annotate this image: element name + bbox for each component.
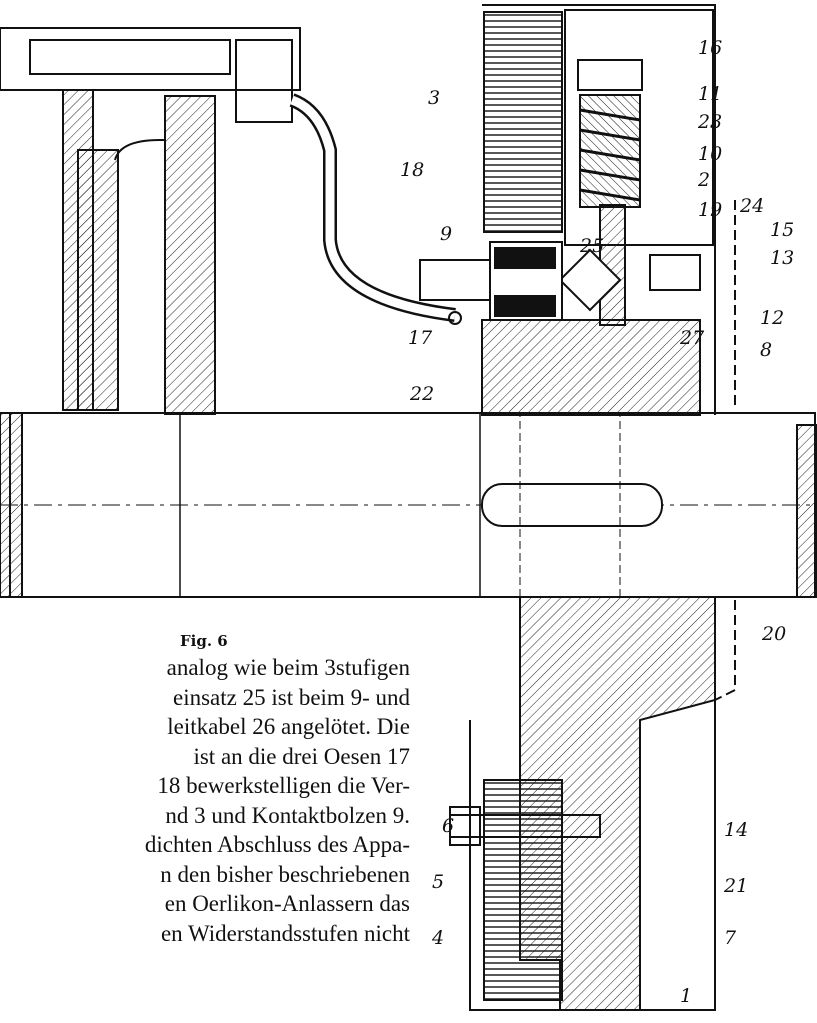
- label-18: 18: [400, 159, 424, 181]
- label-3: 3: [428, 87, 440, 109]
- figure-labels: 1 2 3 4 5 6 7 8 9 10 11 12 13 14 15 16 1…: [400, 37, 794, 1007]
- label-20: 20: [761, 623, 786, 645]
- label-25: 25: [579, 235, 604, 257]
- label-19: 19: [698, 199, 722, 221]
- label-15: 15: [770, 219, 794, 241]
- resistor-stack-5: [483, 779, 563, 1001]
- text-line: einsatz 25 ist beim 9- und: [173, 684, 410, 710]
- label-4: 4: [431, 927, 444, 949]
- text-line: en Oerlikon-Anlassern das: [164, 891, 410, 916]
- contact-mechanism: [489, 9, 714, 326]
- label-9: 9: [440, 223, 452, 245]
- body-text: analog wie beim 3stufigen einsatz 25 ist…: [0, 653, 410, 948]
- label-17: 17: [408, 327, 433, 349]
- shaft: [0, 412, 817, 598]
- resistor-stack-3: [483, 11, 563, 233]
- label-13: 13: [770, 247, 794, 269]
- label-5: 5: [432, 871, 444, 893]
- label-14: 14: [724, 819, 748, 841]
- bolt-6: [419, 259, 601, 846]
- label-2: 2: [697, 169, 710, 191]
- text-line: 18 bewerkstelligen die Ver-: [157, 773, 410, 798]
- left-housing: [0, 27, 301, 415]
- label-8: 8: [760, 339, 772, 361]
- label-21: 21: [723, 875, 748, 897]
- text-line: leitkabel 26 angelötet. Die: [167, 714, 410, 739]
- label-27: 27: [679, 327, 705, 349]
- text-line: n den bisher beschriebenen: [160, 861, 410, 887]
- text-line: dichten Abschluss des Appa-: [144, 832, 410, 857]
- label-7: 7: [724, 927, 737, 949]
- label-12: 12: [760, 307, 784, 329]
- label-16: 16: [698, 37, 722, 59]
- text-line: nd 3 und Kontaktbolzen 9.: [165, 802, 410, 828]
- label-1: 1: [680, 985, 692, 1007]
- text-line: en Widerstandsstufen nicht: [160, 920, 410, 946]
- label-10: 10: [698, 143, 722, 165]
- text-line: ist an die drei Oesen 17: [193, 743, 410, 769]
- text-line: analog wie beim 3stufigen: [166, 655, 410, 680]
- cover-14: [469, 4, 736, 1011]
- label-23: 23: [697, 111, 722, 133]
- label-22: 22: [409, 383, 434, 405]
- cable-26: [289, 93, 456, 322]
- figure-caption: Fig. 6: [180, 632, 228, 650]
- label-24: 24: [739, 195, 764, 217]
- label-11: 11: [698, 83, 722, 105]
- label-6: 6: [442, 815, 454, 837]
